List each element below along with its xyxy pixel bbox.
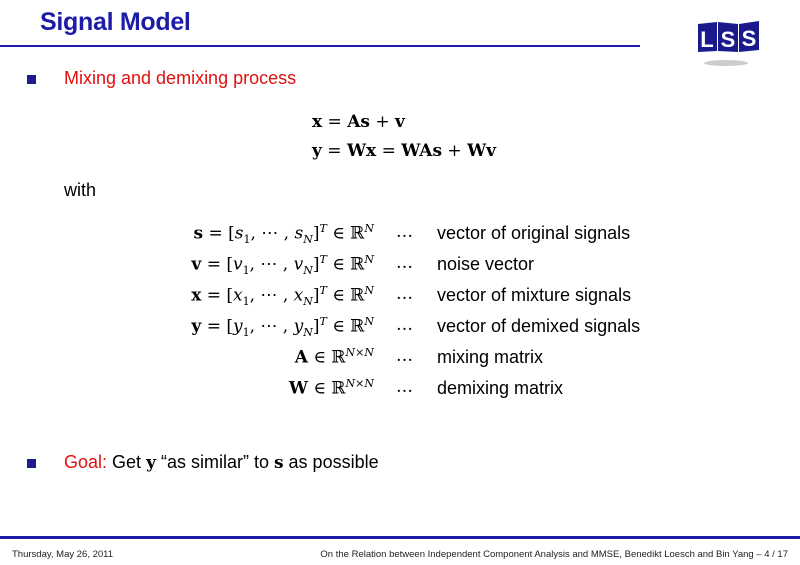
svg-text:L: L (700, 27, 713, 52)
eq-op: = (376, 141, 402, 161)
def-element: y (293, 316, 304, 337)
eq-term: WAs (401, 141, 443, 161)
definition-row: x = [x1, ⋯ , xN]T ∈ ℝN … vector of mixture… (0, 284, 800, 310)
footer-divider (0, 536, 800, 539)
def-index: 1 (242, 264, 250, 278)
footer-date: Thursday, May 26, 2011 (12, 549, 114, 560)
def-dots: … (396, 377, 413, 397)
def-dots: … (396, 346, 413, 366)
bullet-icon (27, 75, 36, 84)
svg-text:S: S (742, 26, 757, 51)
def-description: demixing matrix (437, 378, 564, 398)
definition-row: s = [s1, ⋯ , sN]T ∈ ℝN … vector of origina… (0, 222, 800, 248)
def-element: y (232, 316, 243, 337)
slide-title: Signal Model (40, 8, 191, 36)
def-dots: … (396, 222, 413, 242)
def-element: s (294, 223, 304, 244)
def-element: x (233, 285, 243, 306)
def-vector: x (191, 285, 202, 306)
eq-term: y (312, 141, 322, 161)
def-dim: N (364, 284, 374, 297)
def-element: v (232, 254, 243, 275)
bullet-icon (27, 459, 36, 468)
goal-label: Goal: (64, 452, 108, 472)
def-dots: … (396, 253, 413, 273)
def-transpose: T (319, 315, 327, 328)
def-index: N (303, 264, 313, 278)
with-label: with (64, 180, 97, 200)
bullet-goal: Goal: Get y “as similar” to s as possibl… (64, 452, 379, 473)
def-expression: A ∈ ℝN×N (294, 346, 374, 368)
def-description: vector of demixed signals (437, 316, 641, 336)
lss-logo: L S S (698, 21, 759, 66)
goal-text: “as similar” to (155, 452, 274, 472)
def-element: x (293, 285, 304, 306)
def-description: vector of original signals (437, 223, 631, 243)
goal-text: Get (112, 452, 147, 472)
svg-text:S: S (721, 27, 736, 52)
def-dots: … (396, 284, 413, 304)
def-element: s (234, 223, 244, 244)
def-dim: N×N (345, 377, 374, 390)
def-dim: N (364, 253, 374, 266)
goal-text: as possible (283, 452, 379, 472)
goal-var-s: s (273, 453, 284, 473)
def-expression: y = [y1, ⋯ , yN]T ∈ ℝN (191, 315, 374, 340)
title-divider (0, 45, 640, 47)
def-expression: s = [s1, ⋯ , sN]T ∈ ℝN (193, 222, 374, 247)
def-dim: N (364, 315, 374, 328)
def-description: vector of mixture signals (437, 285, 632, 305)
eq-op: + (442, 141, 468, 161)
eq-term: As (347, 112, 370, 132)
def-dim: N×N (345, 346, 374, 359)
def-description: mixing matrix (437, 347, 544, 367)
goal-var-y: y (146, 453, 156, 473)
def-index: N (303, 233, 313, 247)
def-expression: x = [x1, ⋯ , xN]T ∈ ℝN (191, 284, 374, 309)
def-vector: s (193, 223, 204, 244)
eq-term: x (312, 112, 323, 132)
equation-mixing: x = As + v (312, 112, 405, 132)
equation-demixing: y = Wx = WAs + Wv (312, 141, 496, 161)
definition-row: W ∈ ℝN×N … demixing matrix (0, 377, 800, 403)
eq-term: Wx (346, 141, 377, 161)
footer-info: On the Relation between Independent Comp… (320, 549, 788, 560)
def-index: N (303, 326, 313, 340)
def-dim: N (364, 222, 374, 235)
eq-op: = (321, 141, 347, 161)
definition-row: y = [y1, ⋯ , yN]T ∈ ℝN … vector of demixed… (0, 315, 800, 341)
def-expression: W ∈ ℝN×N (288, 377, 374, 399)
def-matrix: W (288, 378, 308, 399)
def-expression: v = [v1, ⋯ , vN]T ∈ ℝN (191, 253, 374, 278)
definition-row: v = [v1, ⋯ , vN]T ∈ ℝN … noise vector (0, 253, 800, 279)
eq-op: + (369, 112, 396, 132)
bullet-mixing: Mixing and demixing process (64, 68, 297, 88)
def-matrix: A (294, 347, 308, 368)
eq-term: v (395, 112, 405, 132)
def-element: v (293, 254, 304, 275)
def-vector: y (191, 316, 202, 337)
definition-row: A ∈ ℝN×N … mixing matrix (0, 346, 800, 372)
def-transpose: T (319, 222, 327, 235)
eq-op: = (322, 112, 348, 132)
def-index: 1 (242, 295, 250, 309)
def-vector: v (191, 254, 202, 275)
def-description: noise vector (437, 254, 535, 274)
def-transpose: T (319, 253, 327, 266)
def-index: N (303, 295, 313, 309)
eq-term: Wv (467, 141, 497, 161)
def-index: 1 (242, 326, 250, 340)
def-index: 1 (243, 233, 251, 247)
def-dots: … (396, 315, 413, 335)
def-transpose: T (319, 284, 327, 297)
